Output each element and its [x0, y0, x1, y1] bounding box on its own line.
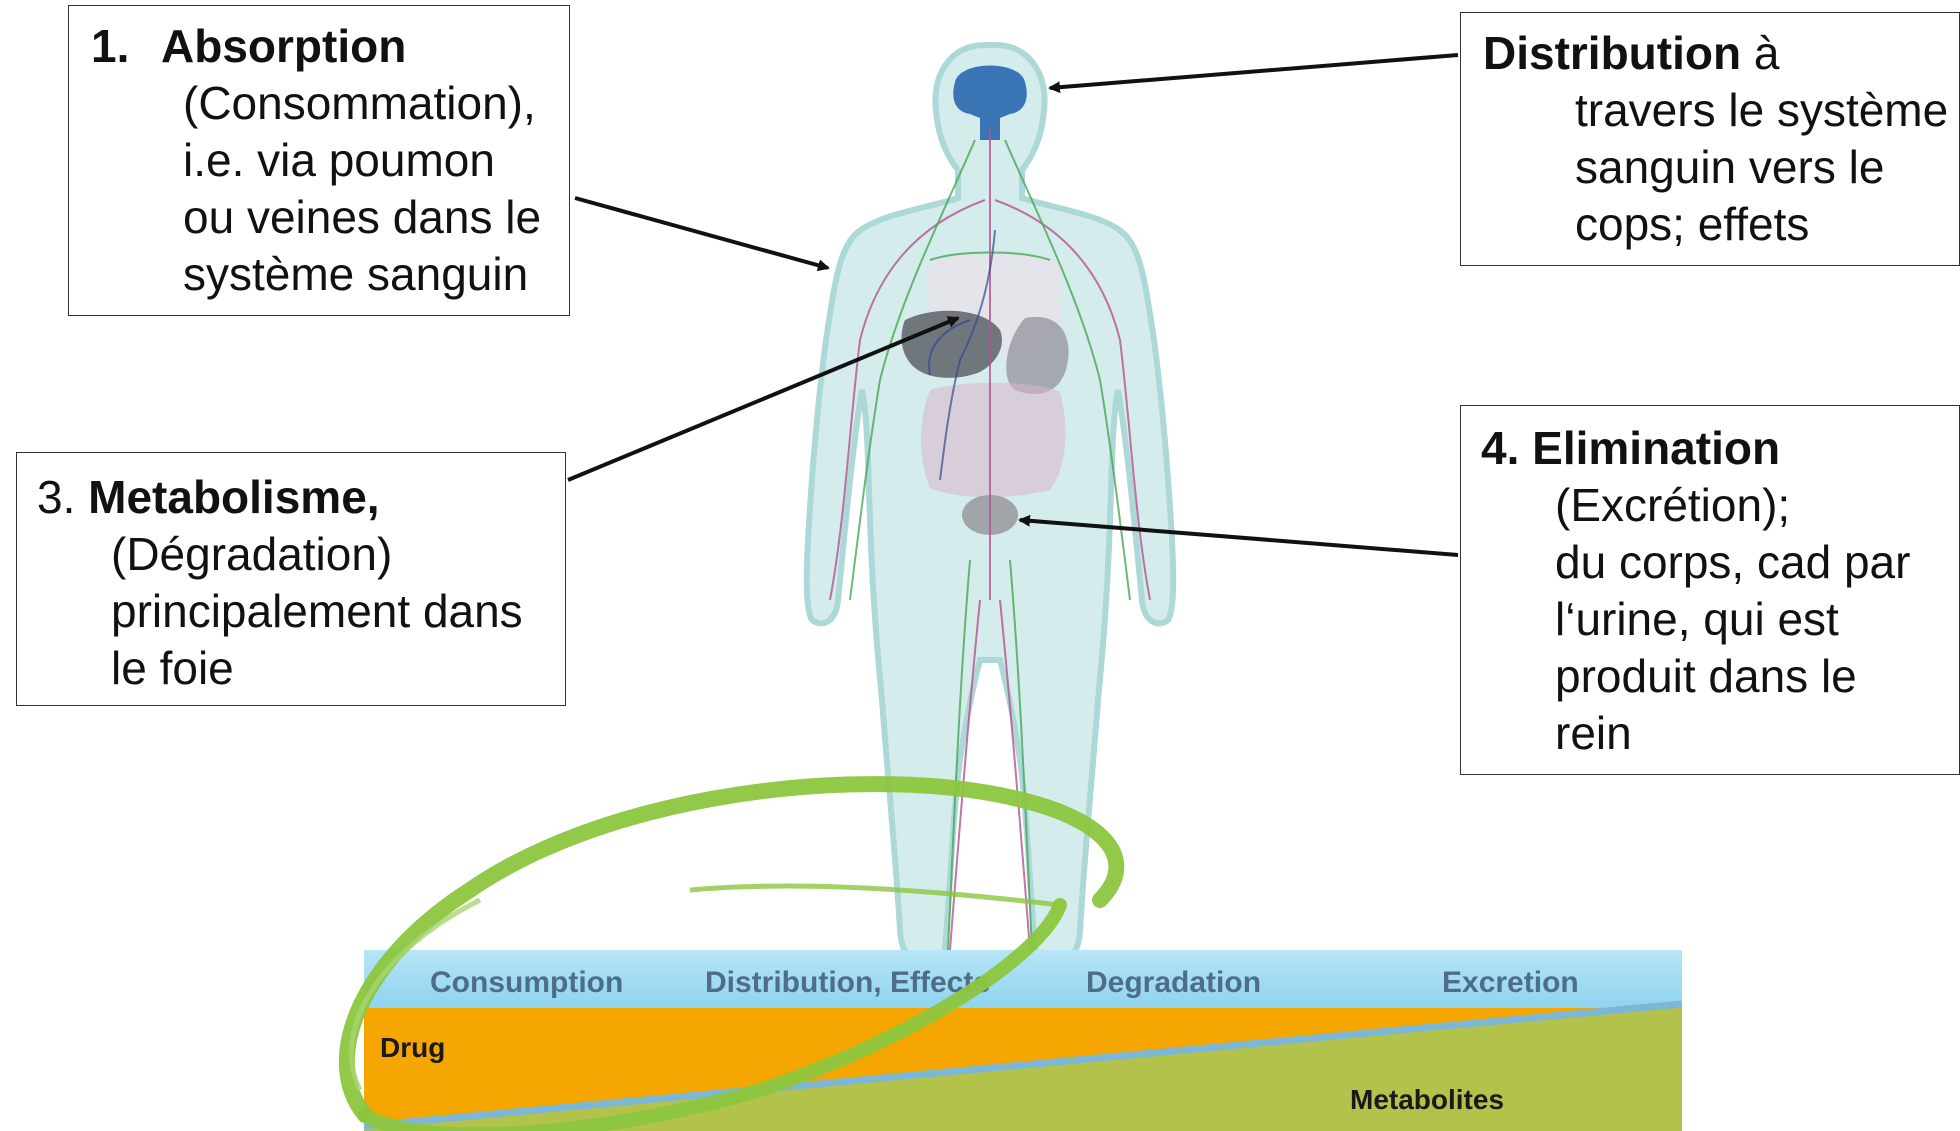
metabolism-line: le foie: [37, 640, 565, 697]
metabolism-box: 3. Metabolisme, (Dégradation) principale…: [16, 452, 566, 706]
distribution-line: sanguin vers le: [1483, 139, 1959, 196]
metabolism-title: Metabolisme,: [88, 471, 379, 523]
arrow-metabolism: [568, 318, 958, 480]
elimination-box: 4. Elimination (Excrétion); du corps, ca…: [1460, 405, 1960, 775]
distribution-title-suffix: à: [1741, 27, 1779, 79]
distribution-line: cops; effets: [1483, 196, 1959, 253]
distribution-line: travers le système: [1483, 82, 1959, 139]
elimination-line: (Excrétion);: [1481, 477, 1959, 534]
absorption-line: (Consommation),: [91, 75, 569, 132]
absorption-title: Absorption: [161, 20, 406, 72]
absorption-line: i.e. via poumon: [91, 132, 569, 189]
absorption-line: système sanguin: [91, 246, 569, 303]
elimination-line: l‘urine, qui est: [1481, 591, 1959, 648]
distribution-title: Distribution: [1483, 27, 1741, 79]
elimination-title: 4. Elimination: [1481, 420, 1959, 477]
arrow-elimination: [1020, 520, 1458, 555]
elimination-line: produit dans le: [1481, 648, 1959, 705]
absorption-number: 1.: [91, 18, 161, 75]
metabolism-line: principalement dans: [37, 583, 565, 640]
distribution-box: Distribution à travers le système sangui…: [1460, 12, 1960, 266]
absorption-line: ou veines dans le: [91, 189, 569, 246]
metabolism-number: 3.: [37, 471, 75, 523]
arrow-distribution: [1050, 55, 1458, 88]
metabolism-line: (Dégradation): [37, 526, 565, 583]
absorption-box: 1.Absorption (Consommation), i.e. via po…: [68, 5, 570, 316]
arrow-absorption: [575, 198, 828, 268]
elimination-line: rein: [1481, 705, 1959, 762]
elimination-line: du corps, cad par: [1481, 534, 1959, 591]
